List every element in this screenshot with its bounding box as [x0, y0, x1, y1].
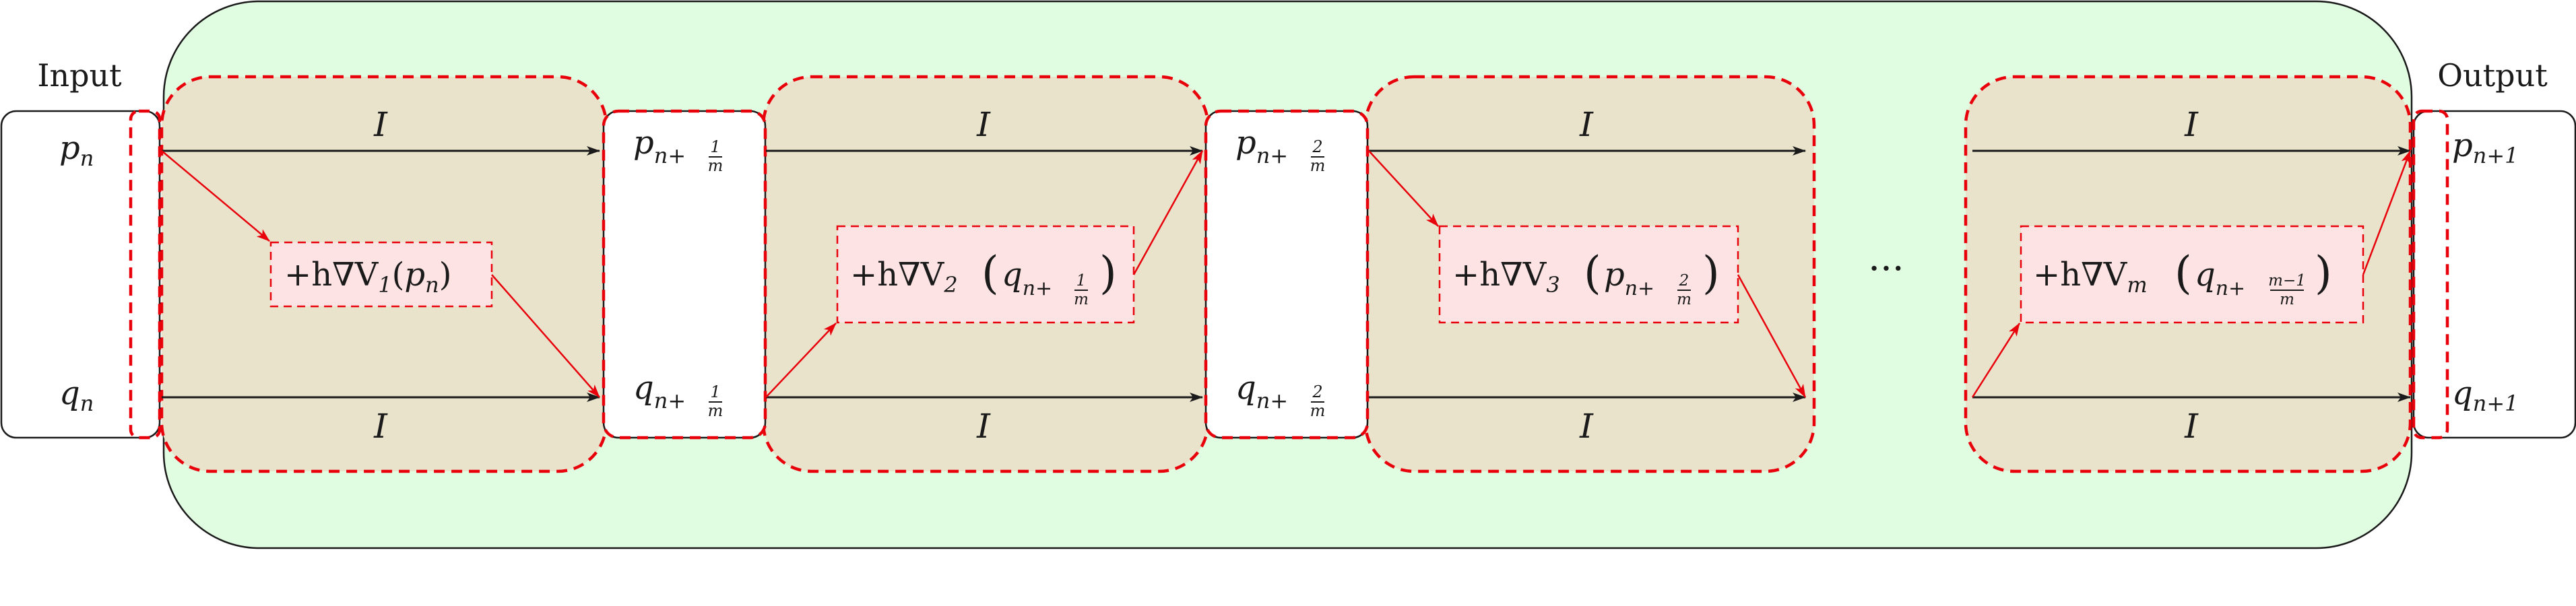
update-arrow-2-out	[1132, 150, 1204, 275]
update-arrow-3-in	[1368, 150, 1439, 227]
svg-text:1: 1	[710, 137, 720, 156]
output-label: Output	[2437, 57, 2548, 94]
svg-text:qn+: qn+	[2195, 256, 2245, 300]
svg-text:(: (	[981, 247, 999, 299]
svg-text:m: m	[1310, 401, 1326, 420]
update-arrow-1-out	[491, 274, 600, 398]
svg-text:m: m	[1677, 291, 1692, 308]
stage1-p: pn+ 1 m	[633, 124, 723, 175]
identity-label-bottom-1: I	[373, 407, 388, 446]
svg-text:): )	[2315, 247, 2332, 299]
svg-text:m: m	[2280, 291, 2294, 308]
svg-text:2: 2	[1679, 272, 1689, 290]
update-label-m: +h∇Vm ( qn+ m−1 m )	[2033, 247, 2332, 308]
svg-text:qn+: qn+	[1235, 369, 1288, 413]
variable-boxes	[0, 110, 2576, 439]
update-box-3	[1438, 225, 1739, 324]
svg-text:): )	[1702, 247, 1720, 299]
input-label: Input	[37, 57, 122, 94]
svg-text:qn+: qn+	[1002, 256, 1052, 300]
svg-text:m: m	[1074, 291, 1089, 308]
svg-text:2: 2	[1312, 382, 1322, 401]
svg-text:+h∇V2: +h∇V2	[850, 256, 958, 298]
update-arrow-1-in	[161, 150, 270, 242]
input-p: pn	[59, 129, 94, 171]
svg-text:+h∇V3: +h∇V3	[1452, 256, 1560, 298]
update-arrow-m-in	[1971, 323, 2021, 398]
identity-arrows	[162, 146, 2411, 402]
update-box-m	[2020, 225, 2364, 324]
svg-text:m−1: m−1	[2268, 272, 2306, 290]
update-arrow-3-out	[1737, 274, 1807, 398]
identity-label-top-2: I	[976, 105, 991, 144]
svg-text:pn+: pn+	[1235, 124, 1288, 168]
svg-text:2: 2	[1312, 137, 1322, 156]
output-p: pn+1	[2452, 127, 2519, 168]
stage1-q: qn+ 1 m	[633, 369, 723, 420]
svg-text:(: (	[2175, 247, 2192, 299]
svg-text:(: (	[1584, 247, 1601, 299]
update-arrow-2-in	[765, 323, 837, 398]
update-box-1	[269, 241, 493, 308]
update-label-2: +h∇V2 ( qn+ 1 m )	[850, 247, 1117, 308]
svg-text:pn+: pn+	[633, 124, 686, 168]
svg-text:+h∇Vm: +h∇Vm	[2033, 256, 2148, 298]
identity-label-top-3: I	[1579, 105, 1594, 144]
identity-labels: I I I I I I I I	[373, 105, 2199, 446]
update-arrows	[161, 150, 2412, 398]
stage2-q: qn+ 2 m	[1235, 369, 1325, 420]
svg-text:1: 1	[1076, 272, 1087, 290]
identity-label-bottom-2: I	[976, 407, 991, 446]
update-label-1: +h∇V1(pn)	[284, 256, 451, 298]
output-q: qn+1	[2452, 374, 2519, 416]
output-box	[2412, 110, 2576, 439]
stage2-p: pn+ 2 m	[1235, 124, 1325, 175]
svg-text:pn+: pn+	[1604, 256, 1654, 300]
identity-label-bottom-m: I	[2184, 407, 2199, 446]
identity-label-bottom-3: I	[1579, 407, 1594, 446]
input-q: qn	[59, 374, 94, 416]
update-boxes	[269, 225, 2364, 324]
svg-text:): )	[1099, 247, 1117, 299]
svg-text:1: 1	[710, 382, 720, 401]
update-label-3: +h∇V3 ( pn+ 2 m )	[1452, 247, 1720, 308]
update-arrow-m-out	[2362, 150, 2412, 275]
ellipsis: ···	[1868, 247, 1904, 291]
variable-box-dashes	[129, 109, 2449, 440]
svg-text:m: m	[708, 156, 723, 175]
identity-label-top-1: I	[373, 105, 388, 144]
svg-text:qn+: qn+	[633, 369, 686, 413]
update-box-2	[836, 225, 1135, 324]
identity-label-top-m: I	[2184, 105, 2199, 144]
svg-text:m: m	[1310, 156, 1326, 175]
svg-text:m: m	[708, 401, 723, 420]
